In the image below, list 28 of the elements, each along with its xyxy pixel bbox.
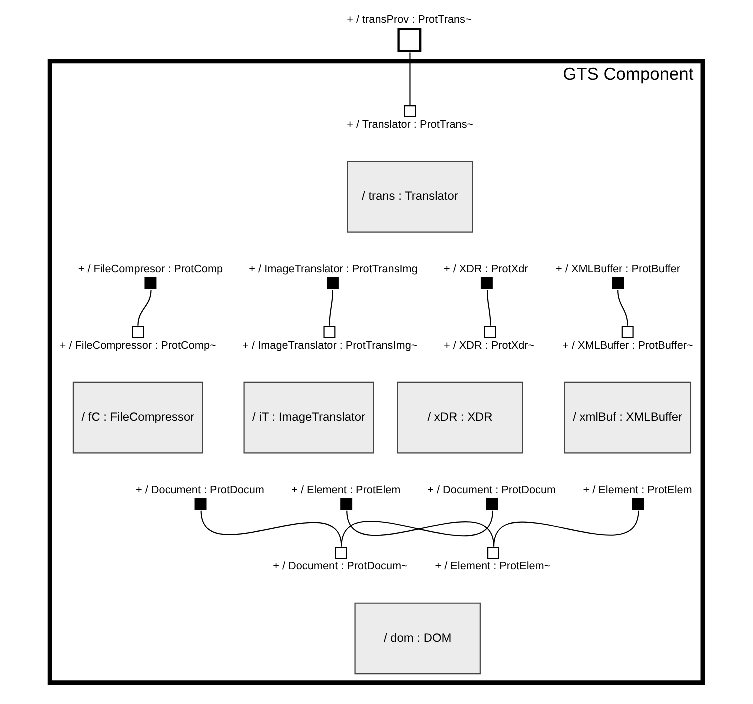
- connector: [486, 290, 492, 326]
- connector: [329, 290, 334, 326]
- node-label: + / XMLBuffer : ProtBuffer: [556, 264, 680, 276]
- node-label: + / FileCompressor : ProtComp~: [60, 340, 216, 352]
- connector: [410, 52, 411, 105]
- node-box: / fC : FileCompressor: [72, 382, 204, 454]
- node-box: / iT : ImageTranslator: [244, 382, 374, 454]
- node-box: / dom : DOM: [354, 602, 481, 675]
- node-label: + / ImageTranslator : ProtTransImg~: [242, 340, 418, 352]
- node-label: + / ImageTranslator : ProtTransImg: [249, 264, 418, 276]
- node-box: / xmlBuf : XMLBuffer: [564, 382, 692, 454]
- connector: [618, 290, 628, 326]
- connector: [138, 290, 152, 326]
- node-label: + / Translator : ProtTrans~: [347, 118, 474, 131]
- node-label: + / Document : ProtDocum~: [273, 560, 408, 573]
- node-label: + / FileCompresor : ProtComp: [78, 264, 224, 276]
- node-label: + / XMLBuffer : ProtBuffer~: [562, 340, 694, 352]
- node-label: + / transProv : ProtTrans~: [347, 14, 472, 26]
- node-label: + / Element : ProtElem: [583, 484, 692, 496]
- node-label: + / Element : ProtElem: [292, 484, 401, 496]
- node-label: + / Document : ProtDocum: [136, 484, 264, 496]
- node-box: / trans : Translator: [347, 161, 474, 233]
- node-label: + / XDR : ProtXdr: [444, 264, 528, 276]
- node-label: + / Document : ProtDocum: [428, 484, 556, 496]
- node-label: + / XDR : ProtXdr~: [444, 340, 535, 352]
- node-box: / xDR : XDR: [397, 382, 524, 454]
- node-label: + / Element : ProtElem~: [435, 560, 551, 573]
- connector: [200, 510, 342, 547]
